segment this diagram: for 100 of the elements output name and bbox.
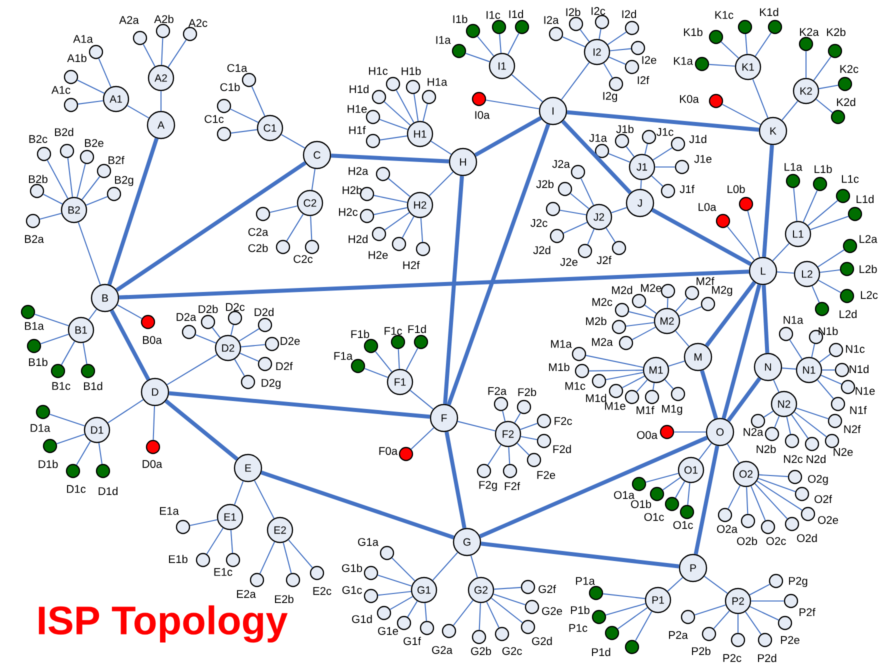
host-label: O2d [797,534,817,542]
link-line [516,442,530,456]
host-label: B1d [84,382,102,390]
host-label: G2f [538,584,556,594]
host-label: P2c [723,654,742,662]
host-label: J1f [680,184,694,194]
host-label: N1c [846,345,865,353]
link-line [773,380,780,392]
link-line [754,483,788,520]
host-label: H1c [369,67,388,75]
host-label: C2a [248,228,268,236]
host-label: P2d [758,654,776,662]
host-label: C2b [248,244,268,252]
link-line [756,480,802,511]
link-line [687,483,690,505]
host-label: M2c [592,298,612,306]
host-label: J2e [560,258,578,266]
link-line [562,36,586,48]
host-label: A1b [67,54,86,62]
host-label: N1b [818,326,838,336]
host-label: L2c [860,291,878,299]
link-line [374,194,408,203]
link-line [76,164,86,198]
host-label: F1c [384,327,402,335]
host-label: A1a [73,35,93,43]
link-line [750,606,779,620]
host-label: O0a [637,431,658,439]
backbone-link [762,284,770,354]
host-label: L0b [728,184,745,194]
host-label: B2b [29,174,48,184]
host-label: G1c [342,586,362,594]
link-line [282,542,292,574]
link-line [311,168,316,190]
backbone-link [446,124,550,406]
host-label: O1b [631,500,652,508]
link-line [384,101,411,126]
host-label: M1c [565,382,586,390]
link-line [76,441,91,466]
link-line [752,79,768,118]
link-line [520,436,538,440]
backbone-link [330,154,450,164]
link-line [490,598,523,624]
host-label: G2a [432,646,453,654]
host-label: B1a [25,322,44,330]
link-line [811,344,816,358]
host-label: P1b [571,606,590,614]
link-line [820,374,842,385]
link-line [422,104,428,122]
host-label: N1e [856,387,875,395]
link-line [238,328,260,342]
link-line [378,590,412,596]
link-line [432,552,458,581]
host-label: G1f [404,636,421,646]
host-label: I1d [509,10,524,18]
host-label: D0a [142,460,162,468]
host-label: L2a [860,235,878,243]
link-line [603,593,646,600]
link-line [281,134,306,148]
host-label: M1f [636,406,654,414]
host-label: K1c [715,11,734,19]
link-line [561,62,590,100]
link-line [458,420,496,432]
link-line [259,542,275,574]
host-label: H1b [402,66,421,76]
backbone-link [726,377,762,422]
host-label: P2b [692,646,710,656]
host-label: I2d [622,10,636,18]
host-label: O2c [766,537,786,545]
host-label: N2b [756,444,776,454]
link-line [675,330,690,347]
host-label: M1d [586,394,606,402]
link-line [392,558,416,582]
host-label: F0a [379,447,398,455]
host-label: O2b [737,536,758,546]
link-line [407,600,418,618]
link-line [586,354,644,368]
link-line [86,196,108,206]
backbone-link [762,144,774,258]
link-line [161,38,164,65]
host-label: G2c [502,647,522,655]
link-line [78,222,101,285]
link-line [288,540,313,568]
host-label: F2b [518,388,536,396]
host-label: K2d [837,98,856,106]
link-line [704,576,728,594]
backbone-link [479,436,708,538]
link-line [754,32,772,56]
link-line [580,29,590,42]
host-label: I2b [566,8,580,16]
link-line [606,372,644,380]
link-line [514,412,521,423]
host-label: A2c [188,19,208,27]
backbone-link [119,270,749,300]
backbone-link [443,176,464,404]
link-line [117,304,142,320]
host-label: B2g [115,176,134,186]
link-line [745,611,762,634]
backbone-link [260,470,454,540]
host-label: P1a [576,577,595,585]
host-label: M2f [696,276,714,286]
